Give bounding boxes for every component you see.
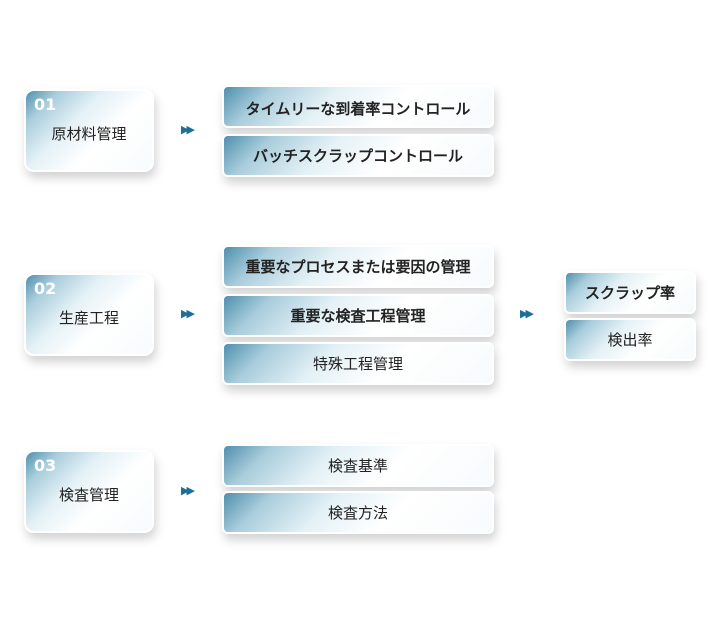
double-arrow-icon: ▶▶: [520, 307, 534, 320]
section-number: 03: [34, 456, 57, 475]
item-special-process-control: 特殊工程管理: [222, 342, 494, 385]
section-label: 検査管理: [58, 486, 119, 504]
item-arrival-rate-control: タイムリーな到着率コントロール: [222, 85, 494, 128]
section-inspection-management: 03 検査管理: [24, 450, 154, 533]
item-batch-scrap-control: バッチスクラップコントロール: [222, 134, 494, 177]
double-arrow-icon: ▶▶: [181, 123, 195, 136]
section-number: 01: [34, 95, 57, 114]
item-inspection-method: 検査方法: [222, 491, 494, 534]
double-arrow-icon: ▶▶: [181, 484, 195, 497]
item-key-process-control: 重要なプロセスまたは要因の管理: [222, 245, 494, 288]
item-key-inspection-control: 重要な検査工程管理: [222, 294, 494, 337]
section-production-process: 02 生産工程: [24, 273, 154, 356]
result-detection-rate: 検出率: [564, 318, 696, 361]
double-arrow-icon: ▶▶: [181, 307, 195, 320]
section-raw-material: 01 原材料管理: [24, 89, 154, 172]
section-label: 生産工程: [58, 309, 119, 327]
section-number: 02: [34, 279, 57, 298]
item-inspection-standard: 検査基準: [222, 444, 494, 487]
section-label: 原材料管理: [51, 125, 127, 143]
result-scrap-rate: スクラップ率: [564, 271, 696, 314]
